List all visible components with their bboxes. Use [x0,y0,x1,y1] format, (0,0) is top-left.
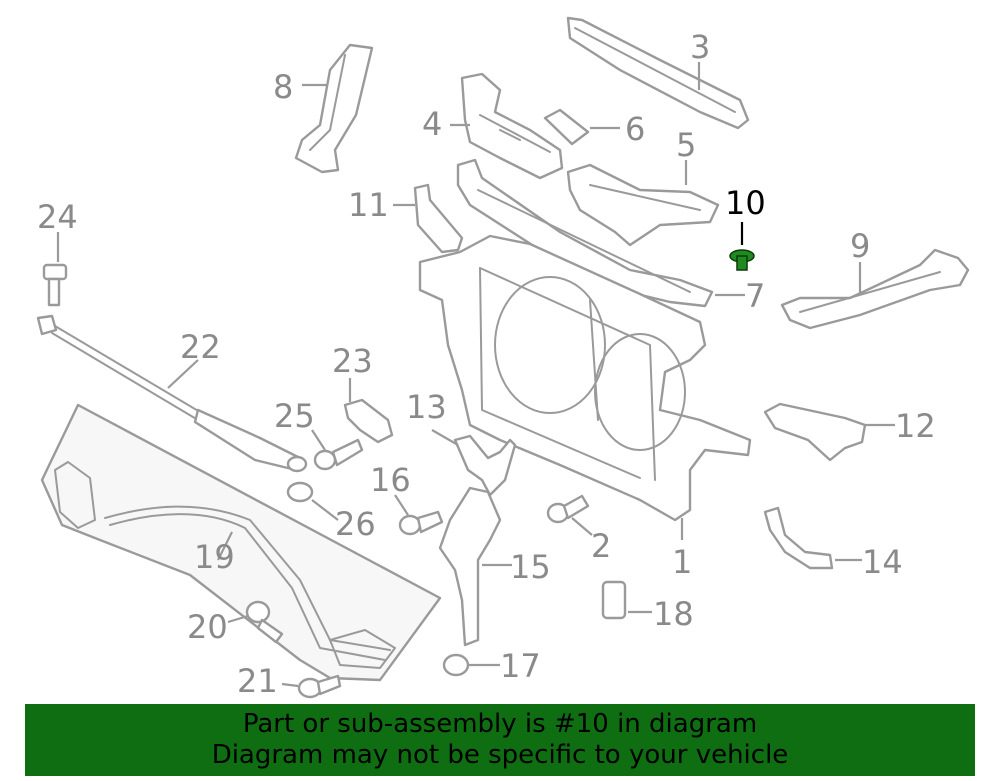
callout-16: 16 [370,461,411,499]
part-21-bolt [297,674,342,699]
callout-6: 6 [625,110,645,148]
callout-23: 23 [332,342,373,380]
part-9-bar [780,248,970,330]
callout-5: 5 [676,126,696,164]
callout-18: 18 [653,595,694,633]
part-26-nut [286,481,314,503]
callout-26: 26 [335,505,376,543]
callout-8: 8 [273,68,293,106]
part-1-core-support [418,234,752,522]
part-24-bolt [42,263,68,307]
part-2-bolt [546,494,590,524]
part-23-clip [343,398,394,444]
part-8-bracket [294,43,374,174]
part-14-bracket [763,506,834,570]
callout-14: 14 [862,543,903,581]
callout-12: 12 [895,407,936,445]
part-17-nut [442,653,470,677]
banner-line-1: Part or sub-assembly is #10 in diagram [242,709,758,739]
callout-2: 2 [591,527,611,565]
banner-line-2: Diagram may not be specific to your vehi… [211,740,789,770]
part-11-bracket [413,183,464,254]
part-7-tie-bar [456,158,714,308]
callout-9: 9 [850,227,870,265]
callout-3: 3 [690,28,710,66]
part-25-bolt [313,438,364,471]
callout-11: 11 [348,186,389,224]
part-5-bracket [566,163,720,247]
callout-1: 1 [672,543,692,581]
part-16-bolt [398,510,444,536]
part-12-bracket [763,402,867,462]
part-4-bracket [460,72,564,180]
part-19-shield [40,403,442,682]
part-10-fastener [729,249,755,271]
part-20-bolt [245,600,284,644]
callout-7: 7 [745,277,765,315]
part-3-upper-support [566,16,750,130]
part-22-hood-support [36,314,308,473]
part-15-side-member [438,486,502,647]
callout-21: 21 [237,662,278,700]
leader-lines [56,62,895,688]
callout-4: 4 [422,105,442,143]
callout-17: 17 [500,647,541,685]
callout-10: 10 [725,184,766,222]
part-6-plate [543,108,590,146]
parts-diagram: 3 4 6 5 8 10 9 11 7 24 22 23 13 25 12 16… [36,16,970,700]
callout-25: 25 [274,397,315,435]
callout-24: 24 [37,198,78,236]
callout-20: 20 [187,608,228,646]
callout-19: 19 [194,538,235,576]
info-banner: Part or sub-assembly is #10 in diagram D… [25,704,975,776]
part-13-bracket [453,434,517,497]
callout-15: 15 [510,548,551,586]
part-18-cap [601,580,627,620]
callout-13: 13 [406,388,447,426]
callout-22: 22 [180,328,221,366]
